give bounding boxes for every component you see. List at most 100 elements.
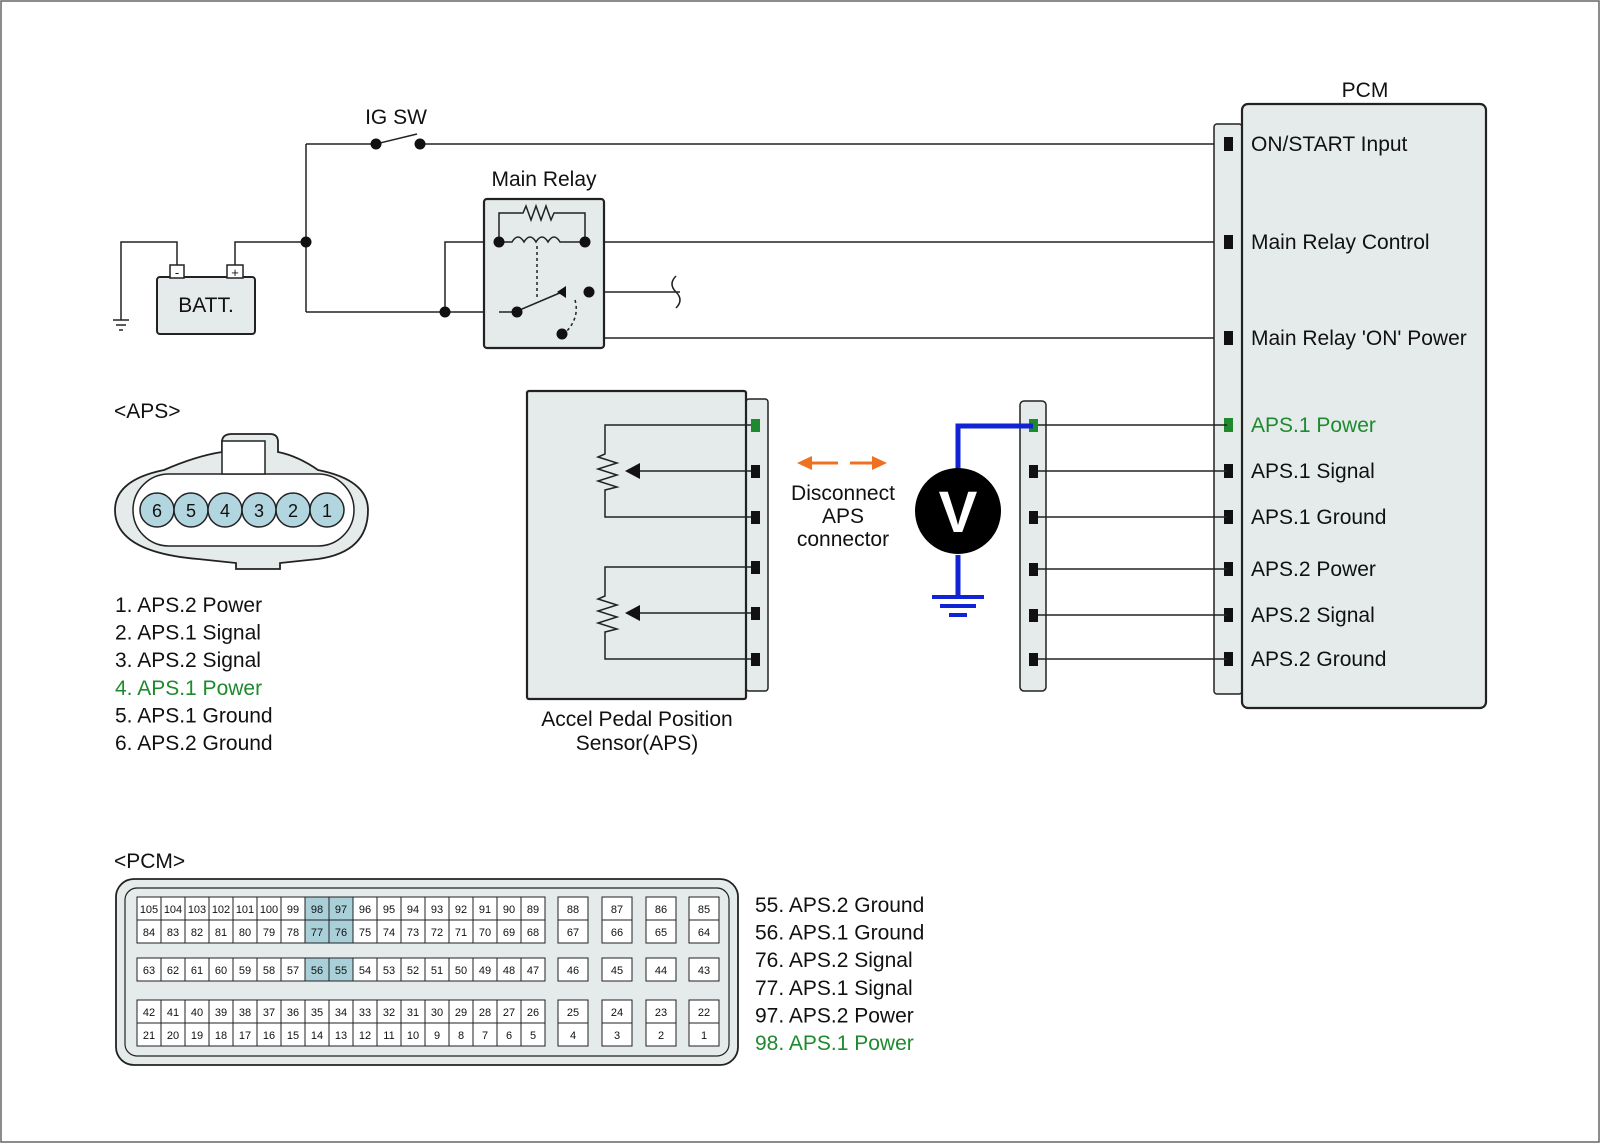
aps-connector-pin-number: 2 <box>288 501 298 521</box>
aps-connector-pin-number: 1 <box>322 501 332 521</box>
pcm-pin-number: 27 <box>503 1007 515 1019</box>
pcm-pin-number: 64 <box>698 927 710 939</box>
aps-sensor-connector-strip <box>745 398 769 692</box>
pcm-pin-number: 47 <box>527 965 539 977</box>
pcm-pin-number: 35 <box>311 1007 323 1019</box>
pcm-pin-number: 32 <box>383 1007 395 1019</box>
pcm-pin: 29 <box>448 999 474 1024</box>
pcm-connector-title: <PCM> <box>114 850 185 873</box>
pcm-pin: 75 <box>352 919 378 944</box>
pcm-pin-number: 24 <box>611 1007 623 1019</box>
pcm-pin-number: 96 <box>359 904 371 916</box>
pcm-pin-number: 73 <box>407 927 419 939</box>
pcm-pin-legend-item: 76. APS.2 Signal <box>755 949 913 972</box>
pcm-pin-number: 80 <box>239 927 251 939</box>
pcm-connector-inner-rim <box>124 887 730 1057</box>
pcm-pin-number: 17 <box>239 1030 251 1042</box>
pcm-pin-number: 68 <box>527 927 539 939</box>
pcm-pin: 21 <box>136 1022 162 1047</box>
pcm-pin: 23 <box>645 999 677 1024</box>
harness-pin <box>1029 563 1038 576</box>
pcm-pin-number: 4 <box>570 1030 576 1042</box>
pcm-pin-number: 18 <box>215 1030 227 1042</box>
pcm-pin: 93 <box>424 896 450 921</box>
pcm-pin-number: 26 <box>527 1007 539 1019</box>
pcm-pin: 62 <box>160 957 186 982</box>
pcm-pin: 24 <box>601 999 633 1024</box>
pcm-pin: 2 <box>645 1022 677 1047</box>
voltmeter-symbol: V <box>939 480 978 545</box>
pcm-pin: 36 <box>280 999 306 1024</box>
pcm-pin: 7 <box>472 1022 498 1047</box>
pcm-pin-number: 76 <box>335 927 347 939</box>
aps-sensor-pin <box>751 511 760 524</box>
pcm-pin: 54 <box>352 957 378 982</box>
pcm-pin: 18 <box>208 1022 234 1047</box>
pcm-pin-number: 31 <box>407 1007 419 1019</box>
pcm-pin: 101 <box>232 896 258 921</box>
pcm-pin: 48 <box>496 957 522 982</box>
pcm-pin-number: 95 <box>383 904 395 916</box>
wire-junction <box>300 236 312 248</box>
pcm-pin: 28 <box>472 999 498 1024</box>
svg-text:APS: APS <box>822 505 864 528</box>
pcm-pin-number: 21 <box>143 1030 155 1042</box>
pcm-pin: 46 <box>557 957 589 982</box>
main-relay-body <box>482 197 606 350</box>
pcm-pin: 57 <box>280 957 306 982</box>
battery: BATT. - + <box>156 264 256 335</box>
disconnect-note: Disconnect APS connector <box>791 482 895 551</box>
pcm-pin-number: 61 <box>191 965 203 977</box>
pcm-pin-number: 62 <box>167 965 179 977</box>
pcm-pin-number: 40 <box>191 1007 203 1019</box>
harness-pin-highlight <box>1029 419 1038 432</box>
pcm-pin: 77 <box>304 919 330 944</box>
pcm-pin: 53 <box>376 957 402 982</box>
harness-pin <box>1029 465 1038 478</box>
pcm-terminal-label: APS.1 Signal <box>1251 460 1375 483</box>
pcm-pin-number: 93 <box>431 904 443 916</box>
pcm-pin: 88 <box>557 896 589 921</box>
pcm-pin: 26 <box>520 999 546 1024</box>
pcm-pin-number: 1 <box>701 1030 707 1042</box>
pcm-pin-number: 44 <box>655 965 667 977</box>
pcm-pin-number: 56 <box>311 965 323 977</box>
pcm-pin: 5 <box>520 1022 546 1047</box>
pcm-pin: 97 <box>328 896 354 921</box>
pcm-pin-number: 99 <box>287 904 299 916</box>
pcm-pin: 102 <box>208 896 234 921</box>
pcm-pin-number: 87 <box>611 904 623 916</box>
pcm-pin: 38 <box>232 999 258 1024</box>
pcm-pin: 105 <box>136 896 162 921</box>
wire-junction <box>439 306 451 318</box>
pcm-pin-number: 30 <box>431 1007 443 1019</box>
aps-pin-legend-item: 2. APS.1 Signal <box>115 622 261 645</box>
pcm-pin: 52 <box>400 957 426 982</box>
disconnect-arrows-icon <box>797 456 887 470</box>
pcm-pin-number: 42 <box>143 1007 155 1019</box>
aps-sensor-label-line1: Accel Pedal Position <box>541 708 732 731</box>
pcm-pin: 39 <box>208 999 234 1024</box>
pcm-terminal-pin <box>1224 562 1233 576</box>
pcm-pin: 37 <box>256 999 282 1024</box>
pcm-pin: 99 <box>280 896 306 921</box>
pcm-pin: 22 <box>688 999 720 1024</box>
pcm-pin: 85 <box>688 896 720 921</box>
pcm-pin: 81 <box>208 919 234 944</box>
pcm-pin-number: 14 <box>311 1030 323 1042</box>
svg-text:connector: connector <box>797 528 889 551</box>
aps-connector-pin-number: 4 <box>220 501 230 521</box>
aps-connector-pin-number: 5 <box>186 501 196 521</box>
pcm-terminal-pin <box>1224 418 1233 432</box>
pcm-pin: 74 <box>376 919 402 944</box>
battery-positive-sign: + <box>231 265 239 280</box>
pcm-pin-number: 3 <box>614 1030 620 1042</box>
chassis-ground-icon <box>113 241 178 331</box>
ig-sw-label: IG SW <box>365 106 427 129</box>
aps-connector-pin-number: 3 <box>254 501 264 521</box>
pcm-pin: 80 <box>232 919 258 944</box>
